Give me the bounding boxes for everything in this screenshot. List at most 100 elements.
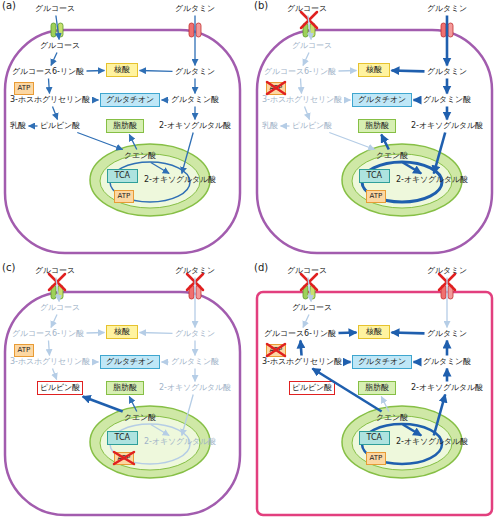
transporters [303,23,453,37]
flow-arrow [446,369,449,382]
cell-membrane-line [5,30,240,253]
cell-membrane-line [257,292,492,515]
node-text: グルコース6-リン酸 [264,67,336,76]
node-text: グルコース [35,4,75,13]
glucose-transporter [58,23,63,37]
flow-arrow [56,16,59,40]
flow-arrow [129,397,137,412]
node-text: 3-ホスホグリセリン酸 [262,357,342,366]
metabolite-label: 2-オキソグルタル酸 [158,383,232,393]
flow-arrow [381,135,389,150]
metabolite-label: ピルビン酸 [39,121,81,131]
node-text: グルコース [287,266,327,275]
metabolite-label: グルコース [291,303,333,313]
metabolite-label: 3-ホスホグリセリン酸 [9,357,91,367]
flow-arrow [87,332,105,334]
flow-arrow [93,99,99,100]
node-text: ATP [270,346,283,354]
flow-arrow [414,99,421,102]
flow-arrow [51,315,57,328]
atp-box: ATP [114,452,135,465]
flow-arrow [182,395,193,436]
flow-arrow [414,361,421,364]
flow-arrow [303,53,309,66]
flow-arrow [392,69,425,73]
node-text: 3-ホスホグリセリン酸 [262,95,342,104]
metabolite-label: グルコース6-リン酸 [263,329,337,339]
nucleic-acid-box: 核酸 [358,63,390,77]
metabolite-label: グルコース [291,41,333,51]
node-text: ピルビン酸 [292,121,332,130]
metabolite-label: 乳酸 [9,121,27,131]
flow-arrow [339,70,357,72]
metabolite-label: グルタミン [174,67,216,77]
flow-arrow [392,331,425,334]
glutathione-box: グルタチオン [352,93,412,107]
metabolite-label: グルタミン酸 [170,95,220,105]
cell-outline: (c)グルコースグルコース6-リン酸核酸グルタミンATP3-ホスホグリセリン酸グ… [0,262,245,517]
node-text: 2-オキソグルタル酸 [159,121,231,130]
flow-arrow [77,133,122,150]
node-text: 核酸 [114,327,130,336]
node-text: 2-オキソグルタル酸 [411,121,483,130]
metabolite-label: グルタミン [426,67,468,77]
node-text: グルタミン酸 [423,95,471,104]
nucleic-acid-box: 核酸 [358,325,390,339]
flow-arrow [129,135,137,150]
metabolite-label: クエン酸 [123,151,157,161]
flow-arrow [434,133,445,174]
cell-membrane-line [5,292,240,515]
glutamine-transporter [196,285,201,299]
flow-arrow [446,107,449,120]
glutathione-box: グルタチオン [352,355,412,369]
glutamine-transporter [441,285,446,299]
node-text: ピルビン酸 [40,383,80,392]
node-text: ピルビン酸 [40,121,80,130]
flow-arrow [345,99,351,100]
flow-arrow [162,99,169,100]
atp-box: ATP [114,190,135,203]
panel-label: (c) [2,262,15,274]
metabolite-label: 2-オキソグルタル酸 [143,175,217,185]
metabolite-label: 2-オキソグルタル酸 [410,383,484,393]
metabolite-label: ピルビン酸 [37,381,83,395]
flow-arrow [434,395,445,436]
node-text: ATP [118,192,131,200]
flow-arrow [446,16,449,66]
glucose-transporter [303,285,308,299]
flow-arrow [446,278,447,328]
fatty-acid-box: 脂肪酸 [106,381,144,395]
flow-arrow [87,70,105,72]
flow-arrow [305,107,310,120]
node-text: 核酸 [114,65,130,74]
flow-arrow [53,369,57,380]
flow-arrow [56,278,59,302]
node-text: グルタミン [175,4,215,13]
metabolite-label: 2-オキソグルタル酸 [395,175,469,185]
flow-arrow [446,341,449,356]
flow-arrow [312,369,381,412]
node-text: ATP [370,192,383,200]
flow-arrow [140,332,173,334]
atp-box: ATP [266,344,287,357]
glucose-transporter [310,285,315,299]
node-text: グルタチオン [106,95,154,104]
cell-membrane-line [257,30,492,253]
flow-arrow [446,79,449,94]
node-text: TCA [115,171,130,180]
metabolite-label: グルタミン [426,266,468,276]
node-text: グルコース6-リン酸 [264,329,336,338]
metabolite-label: グルコース6-リン酸 [263,67,337,77]
block-x [301,274,317,290]
metabolite-label: グルタミン [174,266,216,276]
node-text: 2-オキソグルタル酸 [411,383,483,392]
flow-arrow [140,70,173,72]
flow-arrow [308,16,311,40]
block-x [187,274,203,290]
metabolite-label: グルコース [39,41,81,51]
node-text: グルタミン酸 [171,357,219,366]
flow-arrow [301,341,302,356]
metabolite-label: ピルビン酸 [289,381,335,395]
metabolite-label: グルコース [39,303,81,313]
